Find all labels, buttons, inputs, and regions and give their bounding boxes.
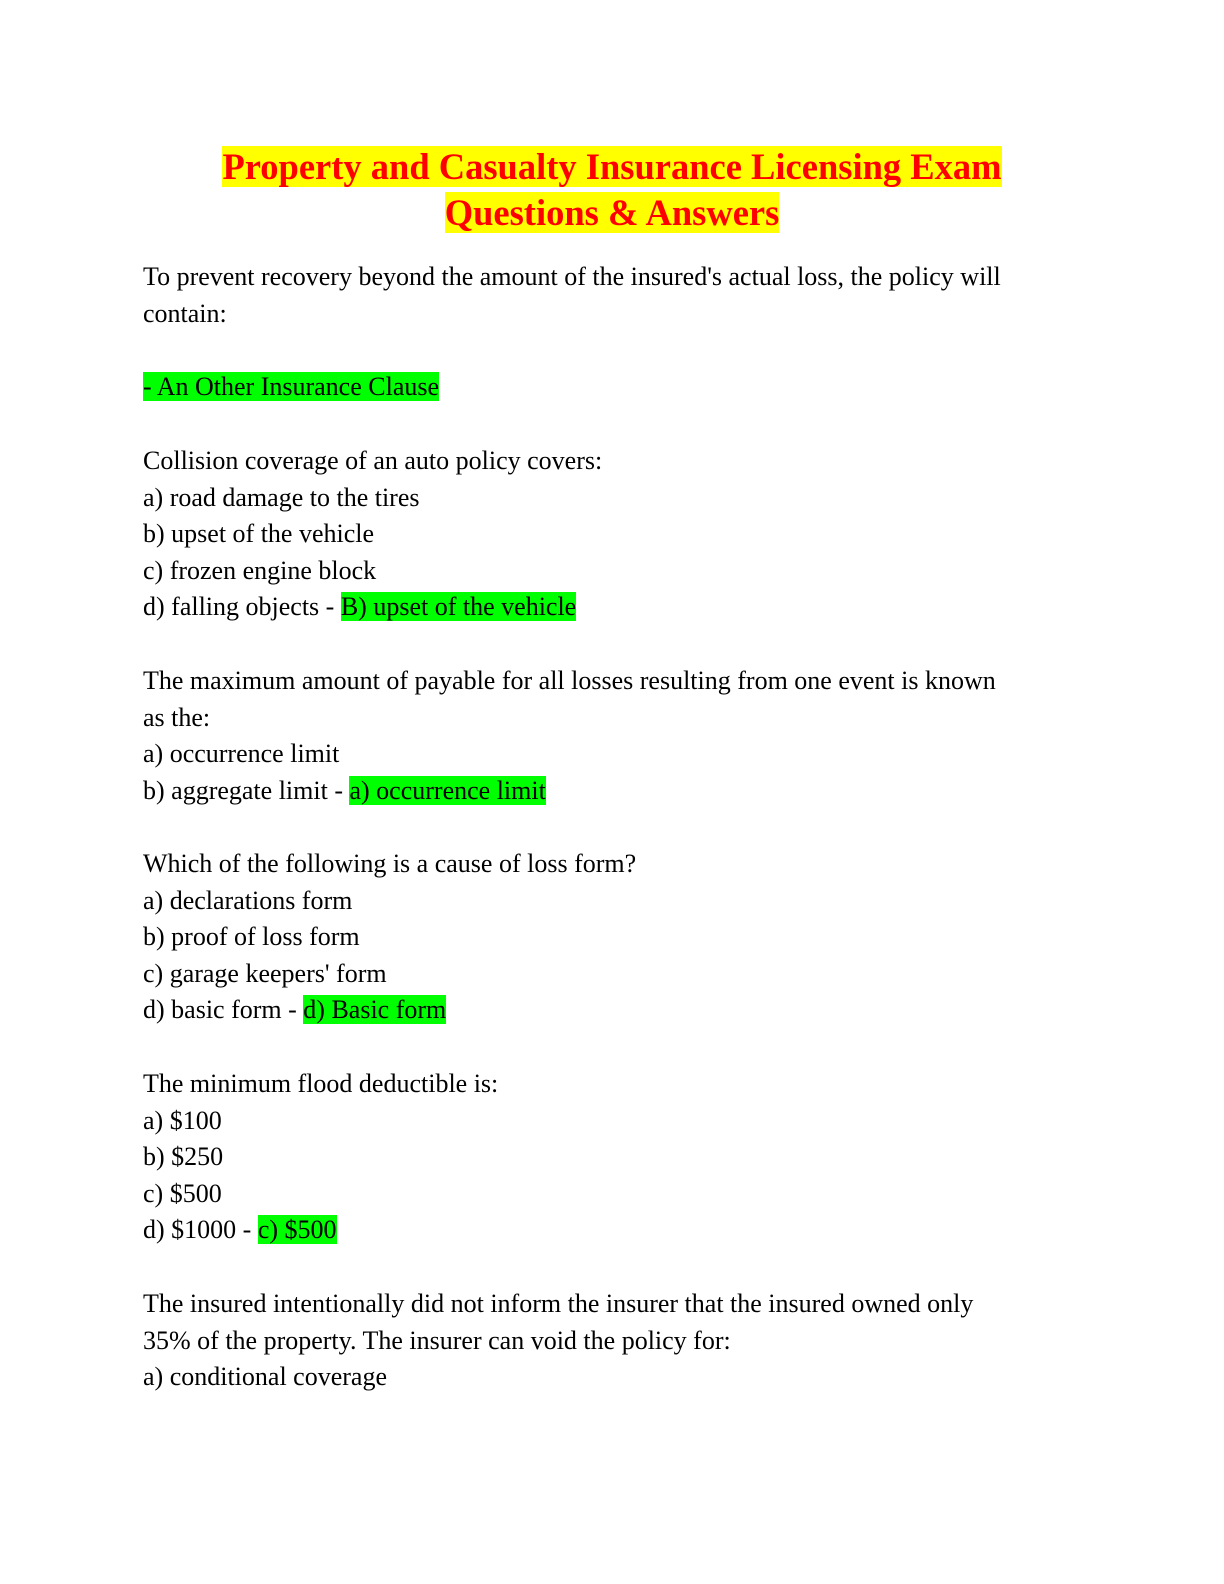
document-title: Property and Casualty Insurance Licensin… [0,144,1224,236]
question-3-option-b: b) aggregate limit - [143,775,350,805]
question-2-line-1: Collision coverage of an auto policy cov… [143,446,603,475]
question-2-option-d: d) falling objects - [143,592,341,622]
question-2-option-b: b) upset of the vehicle [143,519,375,549]
question-1-answer-block: - An Other Insurance Clause [143,369,1083,406]
question-2-answer: B) upset of the vehicle [340,592,577,622]
title-line-1: Property and Casualty Insurance Licensin… [222,146,1002,187]
question-5-line-1: The minimum flood deductible is: [143,1069,499,1098]
question-3: The maximum amount of payable for all lo… [143,663,1083,809]
question-6-option-a: a) conditional coverage [143,1362,387,1392]
question-6-line-2: 35% of the property. The insurer can voi… [143,1325,731,1355]
question-3-answer: a) occurrence limit [349,775,546,805]
question-5-option-d: d) $1000 - [143,1215,258,1245]
question-5-option-c: c) $500 [143,1178,222,1208]
question-2-option-c: c) frozen engine block [143,555,377,585]
question-5-answer: c) $500 [257,1215,337,1245]
question-1-line-1: To prevent recovery beyond the amount of… [143,262,1001,291]
question-4-option-a: a) declarations form [143,885,353,915]
question-4-line-1: Which of the following is a cause of los… [143,849,637,878]
question-1-line-2: contain: [143,298,227,328]
question-2-option-a: a) road damage to the tires [143,482,420,512]
question-6: The insured intentionally did not inform… [143,1286,1083,1396]
question-1: To prevent recovery beyond the amount of… [143,259,1083,332]
question-4-option-d: d) basic form - [143,995,304,1025]
question-4: Which of the following is a cause of los… [143,846,1083,1029]
title-line-2: Questions & Answers [444,192,780,233]
question-3-option-a: a) occurrence limit [143,739,340,769]
question-1-answer: - An Other Insurance Clause [143,372,440,401]
question-4-option-c: c) garage keepers' form [143,958,387,988]
question-5: The minimum flood deductible is: a) $100… [143,1066,1083,1249]
question-2: Collision coverage of an auto policy cov… [143,443,1083,626]
question-4-option-b: b) proof of loss form [143,922,360,952]
question-5-option-b: b) $250 [143,1142,224,1172]
question-3-line-1: The maximum amount of payable for all lo… [143,666,996,695]
question-3-line-2: as the: [143,702,211,732]
question-4-answer: d) Basic form [303,995,447,1025]
question-5-option-a: a) $100 [143,1105,222,1135]
question-6-line-1: The insured intentionally did not inform… [143,1289,974,1318]
